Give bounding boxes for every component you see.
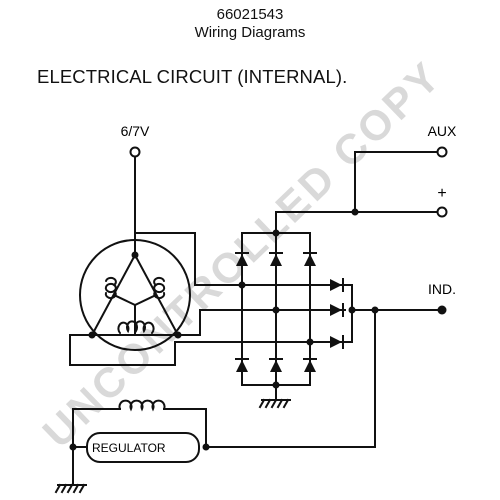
diagram-title: ELECTRICAL CIRCUIT (INTERNAL). [37,66,348,87]
terminal-aux[interactable] [436,146,448,158]
diode-lower-2 [270,360,282,372]
stator-assembly [79,146,191,351]
stator-coil-bottom [117,320,155,334]
diode-lower-3 [304,360,316,372]
terminal-positive[interactable] [436,206,448,218]
regulator-label: REGULATOR [92,441,166,455]
diode-exciter-1 [330,279,342,291]
terminal-ind[interactable] [437,305,447,315]
field-coil [118,399,166,412]
diode-exciter-2 [330,304,342,316]
regulator-circuit: REGULATOR [54,306,379,494]
diode-exciter-3 [330,336,342,348]
voltage-terminal-label: 6/7V [121,123,150,139]
stator-circle [79,239,191,351]
plus-label: + [437,185,446,202]
stator-coil-left [104,276,117,300]
part-number: 66021543 [216,6,284,23]
ground-symbol-regulator [54,483,87,494]
rectifier-bridge [235,211,356,409]
terminal-6-7v[interactable] [129,146,141,158]
aux-label: AUX [428,123,457,139]
diode-upper-1 [236,254,248,266]
stator-coil-right [153,276,166,300]
diode-lower-1 [236,360,248,372]
diode-upper-2 [270,254,282,266]
ind-label: IND. [428,281,456,297]
diode-upper-3 [304,254,316,266]
page-subtitle: Wiring Diagrams [194,24,306,41]
ground-symbol-bridge [258,398,291,409]
